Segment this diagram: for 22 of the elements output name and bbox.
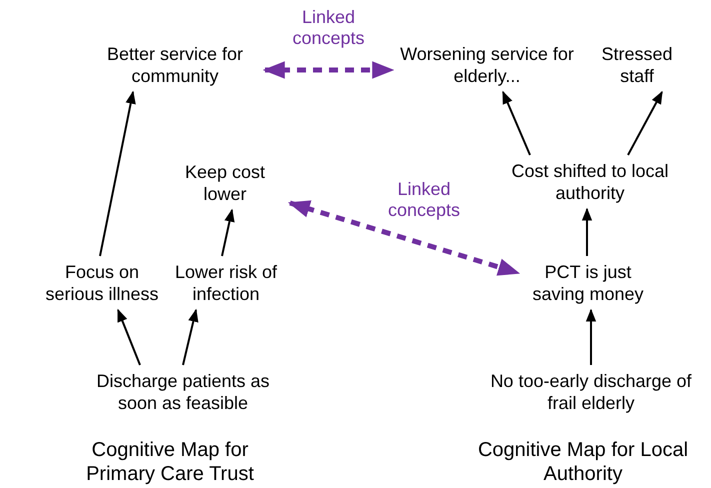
arrow (586, 308, 596, 365)
concept-text: Keep cost lower (184, 161, 266, 205)
arrow (582, 208, 592, 256)
concept-text: Stressed staff (600, 43, 674, 87)
concept-text: No too-early discharge of frail elderly (489, 370, 693, 414)
concept-text: Lower risk of infection (174, 261, 278, 305)
arrow (502, 90, 531, 156)
dashed-arrow (288, 200, 520, 276)
arrow (221, 208, 235, 256)
arrow (627, 90, 663, 156)
concept-text: Worsening service for elderly... (399, 43, 575, 87)
concept-text: Better service for community (106, 43, 244, 87)
arrow (182, 308, 198, 366)
concept-text: Discharge patients as soon as feasible (95, 370, 271, 414)
concept-text: Cost shifted to local authority (510, 160, 670, 204)
arrow (117, 308, 141, 366)
map-caption: Cognitive Map for Primary Care Trust (85, 438, 255, 486)
map-caption: Cognitive Map for Local Authority (476, 438, 690, 486)
concept-text: PCT is just saving money (531, 261, 645, 305)
arrow (99, 90, 136, 256)
dashed-arrow (262, 61, 394, 79)
concept-text: Focus on serious illness (44, 261, 160, 305)
